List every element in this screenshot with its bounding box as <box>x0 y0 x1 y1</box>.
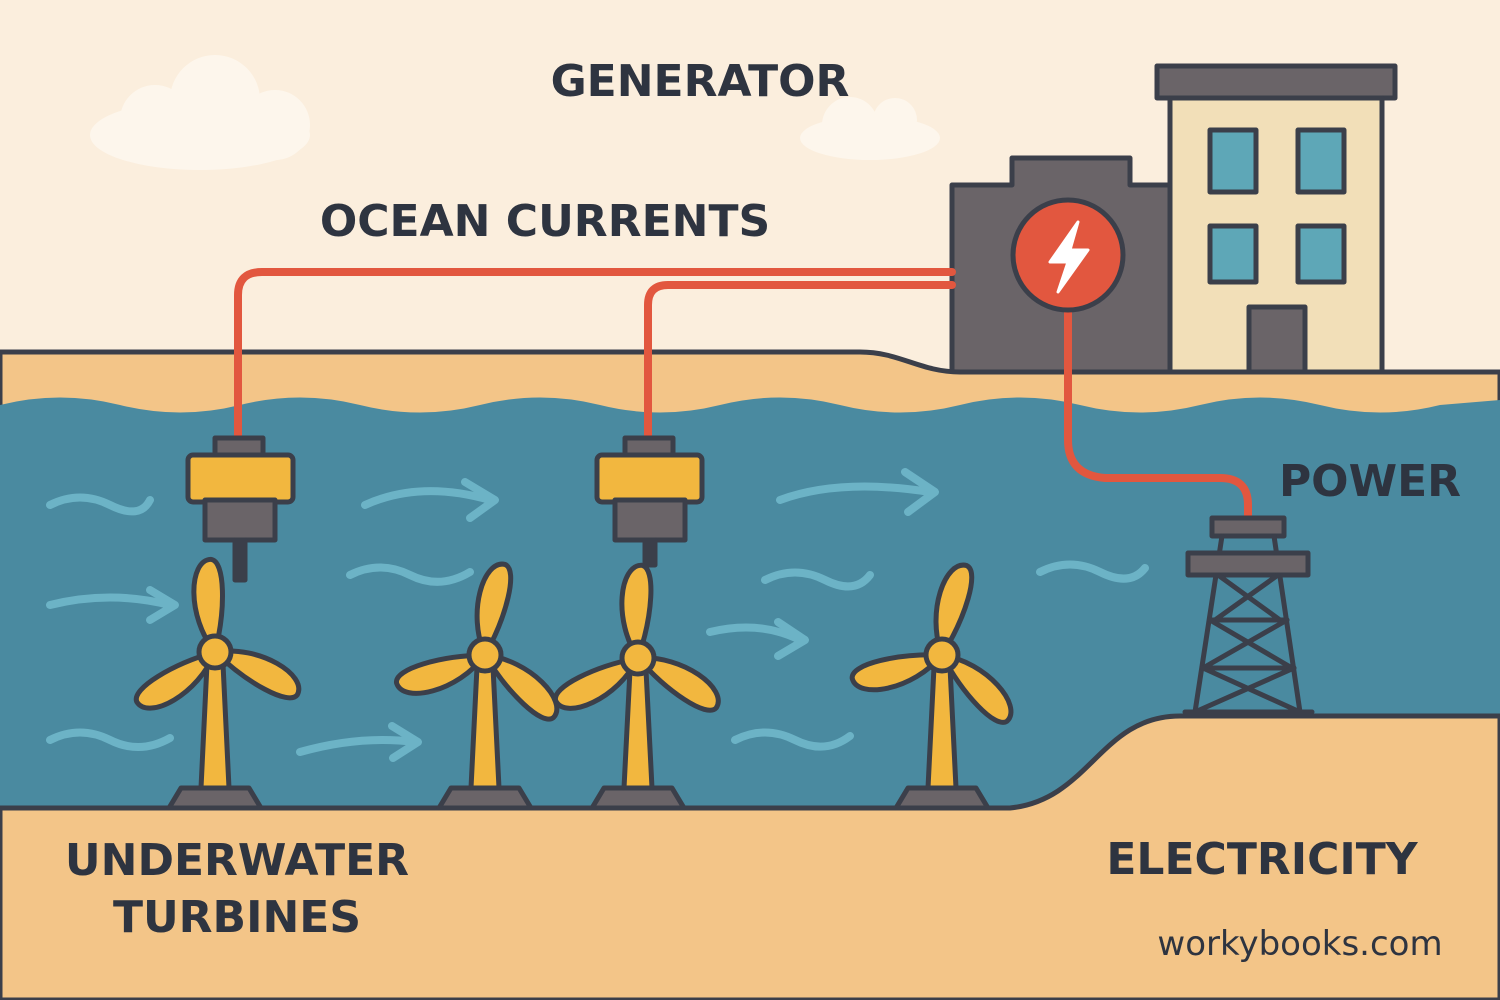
power-cables <box>234 268 1252 521</box>
window <box>1207 127 1259 195</box>
underwater-turbine-icon <box>849 562 1014 811</box>
suspended-turbine-1 <box>185 435 296 583</box>
label-underwater: UNDERWATER <box>65 835 409 886</box>
transmission-tower-icon <box>1182 515 1315 715</box>
label-generator: GENERATOR <box>551 56 850 107</box>
current-arrows <box>46 468 1149 762</box>
lightning-bolt-icon <box>1010 197 1126 313</box>
underwater-turbine-icon <box>553 562 721 811</box>
door <box>1246 304 1308 375</box>
office-building <box>1154 63 1398 375</box>
label-power: POWER <box>1279 456 1461 507</box>
credit-text: workybooks.com <box>1157 924 1442 964</box>
seabed-line <box>0 713 1500 811</box>
window <box>1295 223 1347 285</box>
window <box>1207 223 1259 285</box>
label-electricity: ELECTRICITY <box>1106 834 1418 885</box>
label-ocean-currents: OCEAN CURRENTS <box>320 196 770 247</box>
suspended-turbine-2 <box>594 435 705 568</box>
underwater-turbine-icon <box>133 556 302 811</box>
label-turbines: TURBINES <box>113 892 361 943</box>
underwater-turbine-icon <box>394 561 560 811</box>
cloud-right <box>800 97 940 160</box>
cloud-left <box>90 55 310 170</box>
window <box>1295 127 1347 195</box>
